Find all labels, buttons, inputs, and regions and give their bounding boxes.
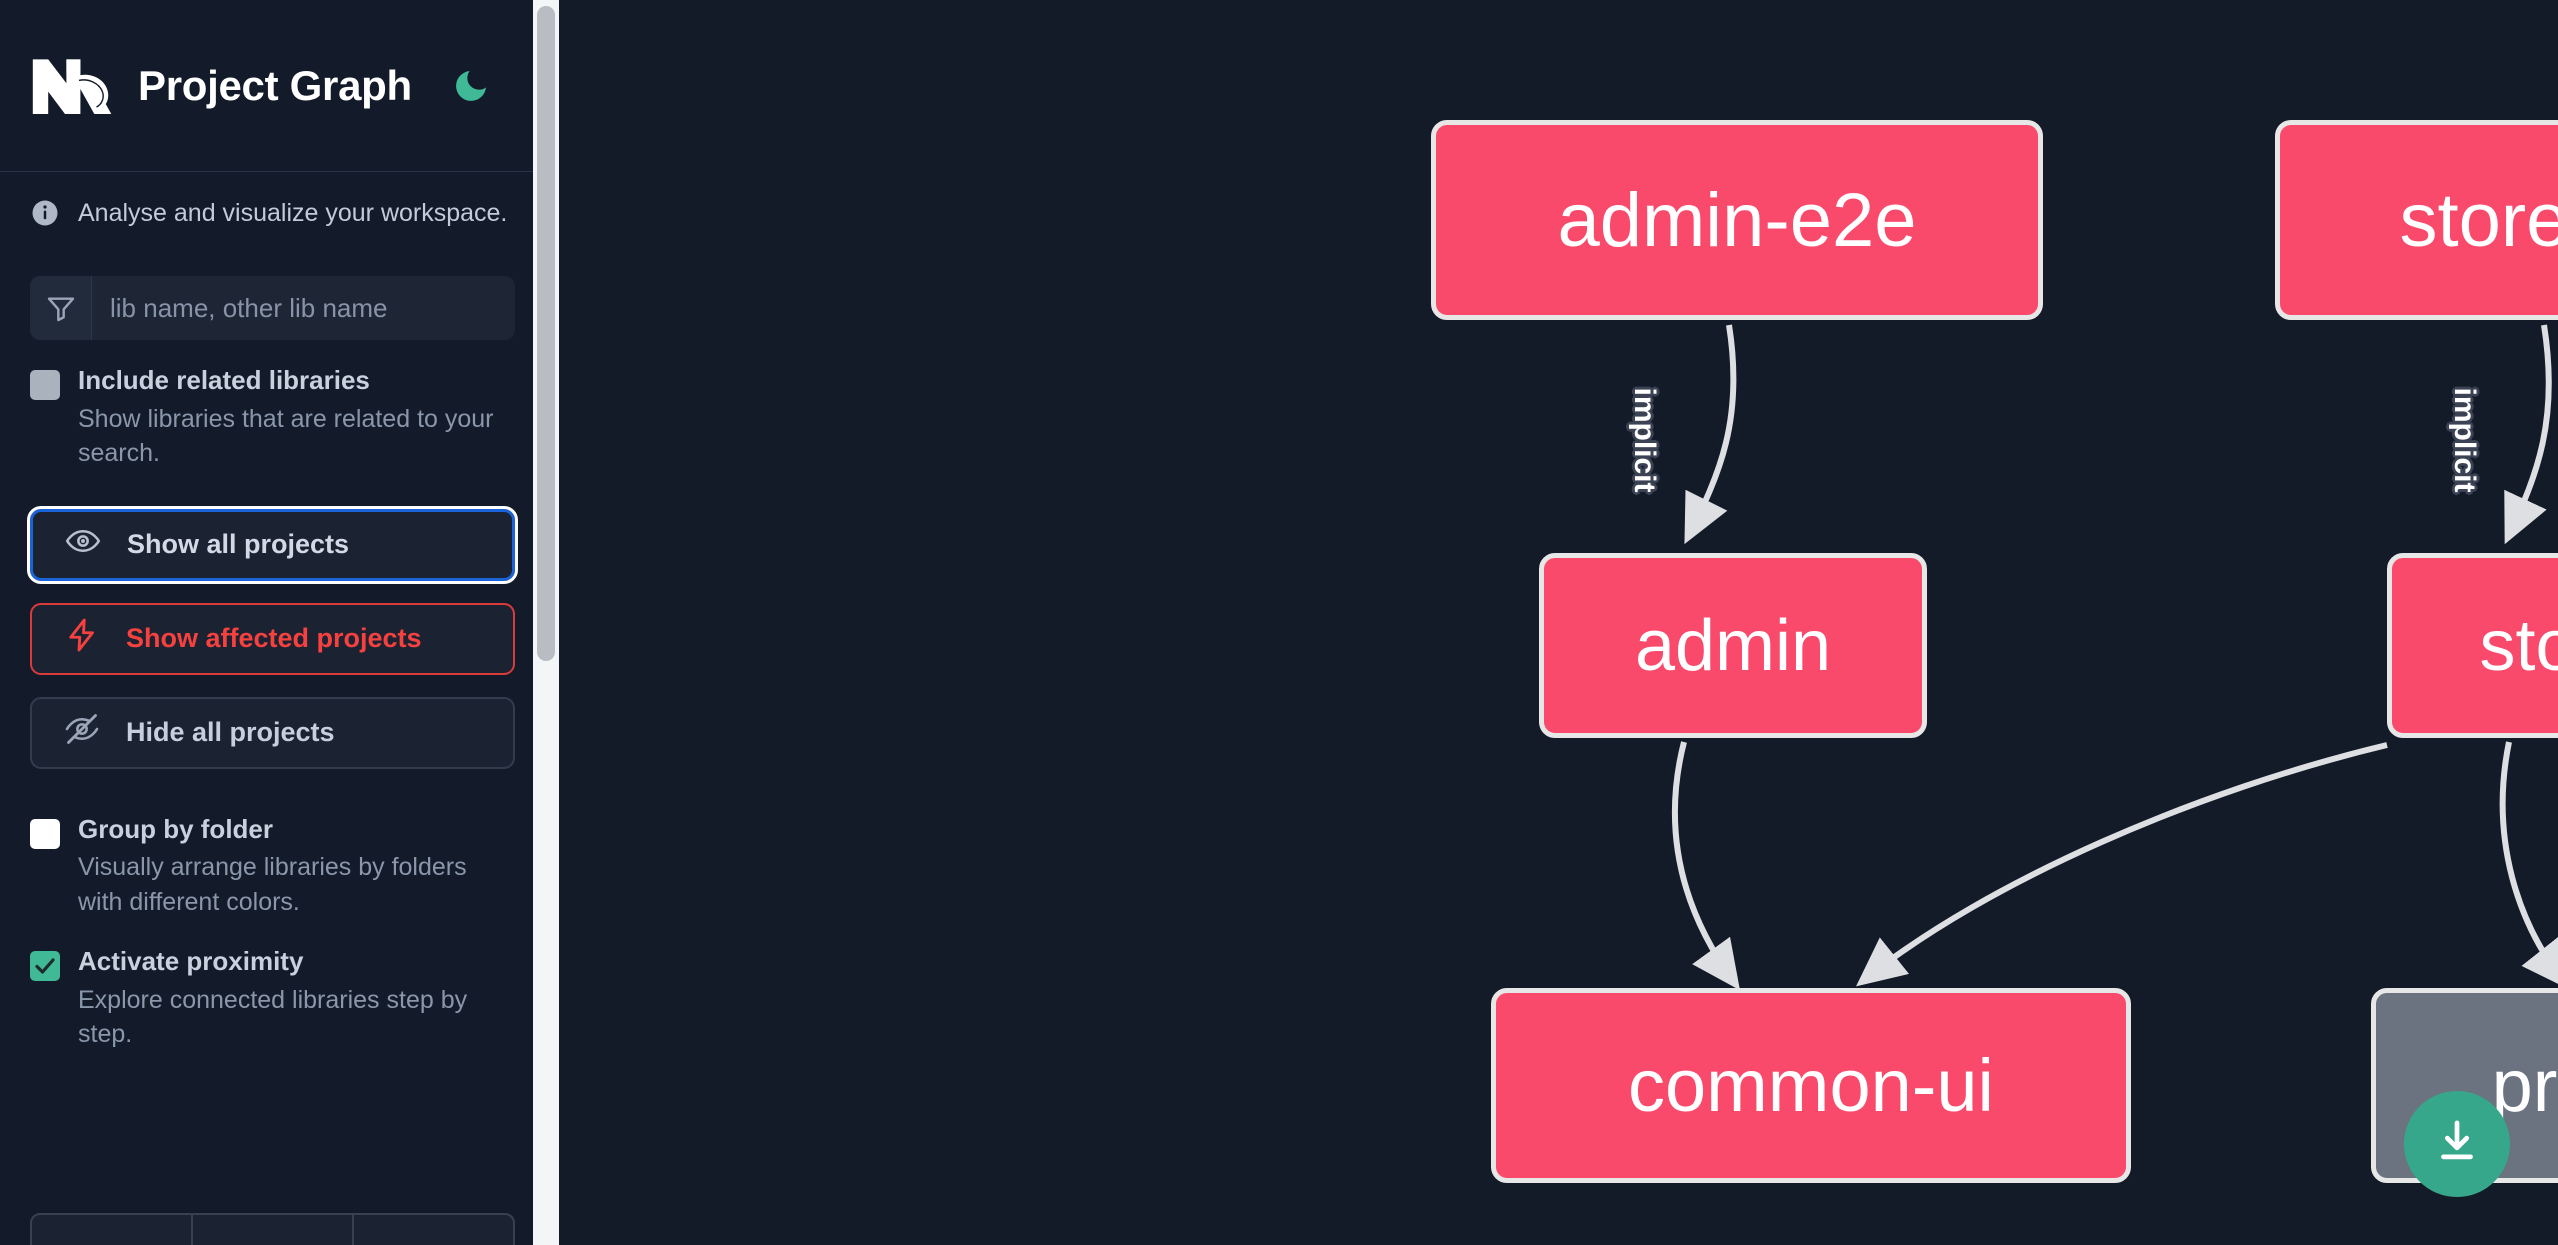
graph-node-admin[interactable]: admin (1539, 553, 1927, 738)
moon-icon[interactable] (448, 63, 494, 109)
checkbox-row-group-by-folder[interactable]: Group by folder Visually arrange librari… (0, 769, 545, 920)
eye-off-icon (64, 711, 100, 754)
checkbox-row-include-related-libraries[interactable]: Include related libraries Show libraries… (0, 340, 545, 471)
graph-node-common-ui-label: common-ui (1628, 1044, 1994, 1127)
graph-node-store-e2e[interactable]: store-e2e (2275, 120, 2558, 320)
include-related-libraries-checkbox[interactable] (30, 370, 60, 400)
lightning-icon (64, 617, 100, 660)
graph-node-admin-e2e-label: admin-e2e (1557, 177, 1917, 263)
graph-edges (1671, 324, 2558, 991)
show-affected-projects-label: Show affected projects (126, 623, 422, 654)
search-input[interactable] (92, 276, 515, 340)
graph-node-store[interactable]: store (2387, 553, 2558, 738)
sidebar: Project Graph Analyse and visualize yo (0, 0, 559, 1245)
download-image-button[interactable] (2404, 1091, 2510, 1197)
group-by-folder-label: Group by folder (78, 813, 273, 844)
graph-node-store-label: store (2479, 605, 2558, 686)
sidebar-scrollbar-track[interactable] (533, 0, 559, 1245)
sidebar-header: Project Graph (0, 0, 545, 172)
proximity-stepper-group[interactable] (30, 1213, 515, 1245)
graph-node-store-e2e-label: store-e2e (2399, 177, 2558, 263)
proximity-stepper-increase[interactable] (354, 1215, 513, 1245)
download-icon (2430, 1115, 2484, 1174)
filter-icon (30, 276, 92, 340)
include-related-libraries-label: Include related libraries (78, 365, 370, 395)
eye-icon (65, 523, 101, 566)
show-all-projects-button[interactable]: Show all projects (27, 505, 518, 584)
show-affected-projects-button[interactable]: Show affected projects (30, 602, 515, 675)
group-by-folder-checkbox[interactable] (30, 818, 60, 849)
activate-proximity-checkbox[interactable] (30, 951, 60, 982)
group-by-folder-description: Visually arrange libraries by folders wi… (78, 853, 467, 916)
activate-proximity-description: Explore connected libraries step by step… (78, 985, 468, 1049)
info-icon (30, 198, 60, 228)
tagline: Analyse and visualize your workspace. (0, 172, 545, 254)
tagline-text: Analyse and visualize your workspace. (78, 198, 508, 227)
hide-all-projects-label: Hide all projects (126, 717, 335, 748)
graph-node-products-label: products (2491, 1044, 2558, 1127)
include-related-libraries-description: Show libraries that are related to your … (78, 404, 494, 468)
page-title: Project Graph (138, 61, 412, 109)
show-all-projects-label: Show all projects (127, 529, 350, 560)
graph-canvas[interactable]: admin-e2e store-e2e admin store common-u… (559, 0, 2558, 1245)
nx-logo-icon (30, 55, 114, 117)
graph-node-admin-e2e[interactable]: admin-e2e (1431, 120, 2043, 320)
checkbox-row-activate-proximity[interactable]: Activate proximity Explore connected lib… (0, 919, 545, 1052)
action-buttons: Show all projects Show affected projects (0, 505, 545, 769)
proximity-stepper-value[interactable] (193, 1215, 354, 1245)
graph-node-common-ui[interactable]: common-ui (1491, 988, 2131, 1183)
graph-node-admin-label: admin (1634, 605, 1832, 686)
proximity-stepper-decrease[interactable] (32, 1215, 193, 1245)
sidebar-scrollbar-thumb[interactable] (537, 6, 555, 661)
activate-proximity-label: Activate proximity (78, 946, 304, 977)
hide-all-projects-button[interactable]: Hide all projects (30, 696, 515, 769)
search-box[interactable] (30, 276, 515, 340)
